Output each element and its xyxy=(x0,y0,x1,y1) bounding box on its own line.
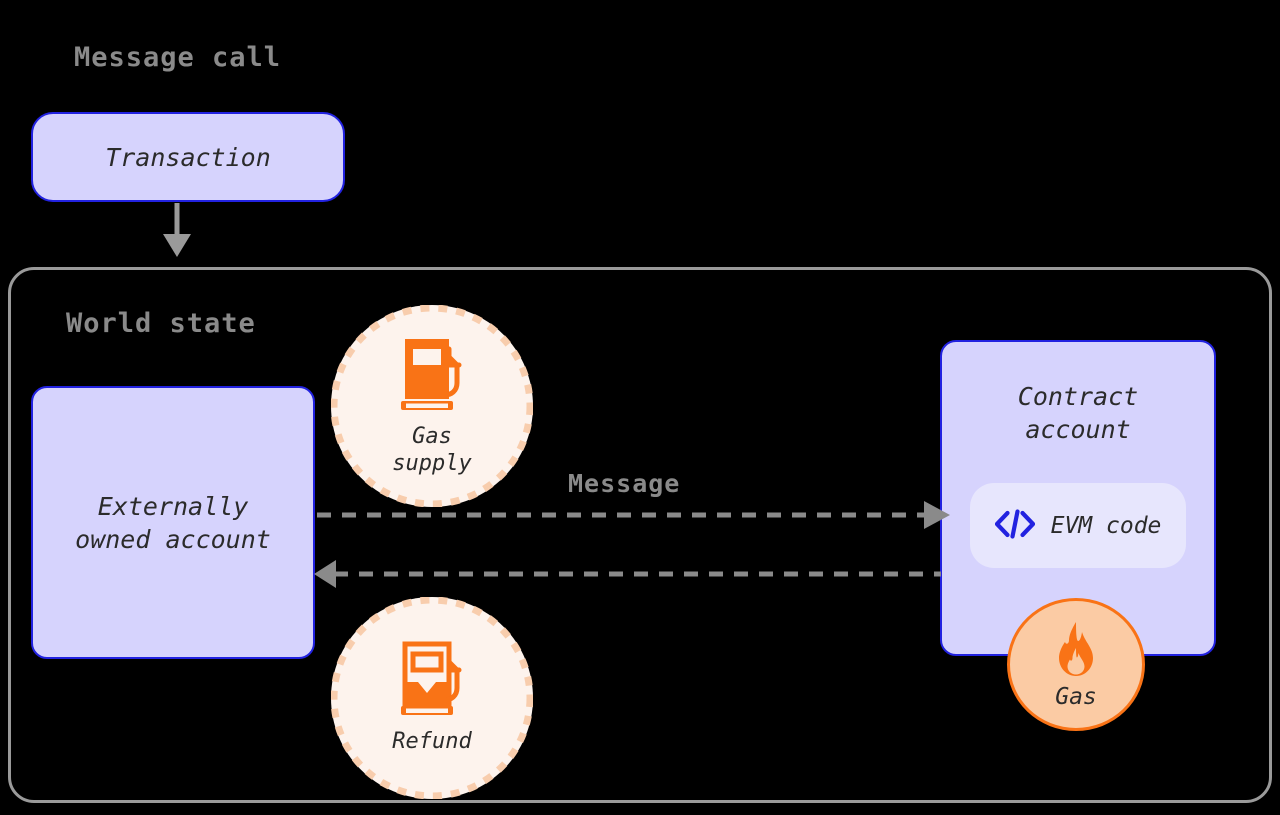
contract-account-label: Contract account xyxy=(1017,382,1139,444)
gas-pump-partial-icon xyxy=(399,640,465,722)
refund-caption: Refund xyxy=(392,729,472,755)
transaction-label: Transaction xyxy=(105,142,271,172)
message-edge-label: Message xyxy=(568,469,681,498)
refund-badge[interactable]: Refund xyxy=(331,597,533,799)
code-brackets-icon xyxy=(994,508,1035,543)
transaction-node[interactable]: Transaction xyxy=(31,112,345,202)
world-state-container xyxy=(8,267,1272,803)
evm-code-label: EVM code xyxy=(1050,512,1162,539)
message-call-heading: Message call xyxy=(74,42,282,73)
gas-badge[interactable]: Gas xyxy=(1007,598,1145,731)
flame-icon xyxy=(1049,620,1103,682)
gas-caption: Gas xyxy=(1055,683,1097,710)
evm-code-chip[interactable]: EVM code xyxy=(970,483,1186,568)
gas-supply-badge[interactable]: Gas supply xyxy=(331,305,533,507)
world-state-heading: World state xyxy=(66,308,256,339)
externally-owned-account-node[interactable]: Externally owned account xyxy=(31,386,315,659)
gas-supply-caption: Gas supply xyxy=(392,423,472,477)
gas-pump-full-icon xyxy=(399,335,465,417)
externally-owned-account-label: Externally owned account xyxy=(75,491,271,554)
